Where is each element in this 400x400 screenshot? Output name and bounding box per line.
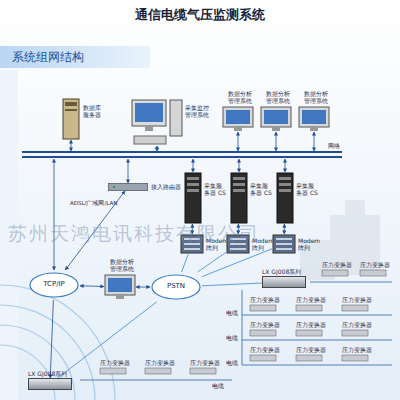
network-bus-shape — [22, 151, 342, 159]
network-connector — [80, 285, 104, 287]
node-label: LX GJ008系列 — [28, 370, 67, 377]
signal-link — [198, 252, 226, 272]
part-label: 压力变换器 — [250, 297, 280, 303]
monitor-screen-shape — [104, 274, 136, 300]
node-label: PSTN — [150, 283, 202, 290]
node-label: 接入路由器 — [151, 183, 181, 190]
network-connector — [157, 146, 158, 151]
part-label: 电缆 — [212, 383, 224, 389]
node-label: 采集服务器 CS — [296, 182, 318, 196]
monitor-screen-shape — [222, 106, 254, 132]
monitor-workstation-shape — [130, 96, 184, 146]
watermark-text: 苏州天鸿电讯科技有限公司 — [8, 222, 260, 244]
wave-arcs — [0, 285, 115, 400]
network-connector — [239, 159, 240, 172]
access-router-shape — [108, 183, 148, 191]
cable-wires — [80, 282, 392, 380]
part-label: 电缆 — [226, 335, 238, 341]
network-cloud: PSTN — [150, 272, 202, 302]
network-connector — [136, 287, 150, 288]
node-label: 数据分析管理系统 — [110, 258, 136, 272]
signal-link — [202, 283, 262, 286]
collection-server: 采集服务器 CS — [230, 172, 248, 224]
monitor-device-shape — [262, 276, 306, 288]
network-connector — [284, 224, 285, 234]
part-label: 压力变换器 — [322, 262, 352, 268]
node-label: Modem阵列 — [298, 237, 320, 251]
collection-server: 采集服务器 CS — [276, 172, 294, 224]
network-connector — [276, 132, 277, 151]
section-band: 系统组网结构 — [0, 46, 150, 68]
modem-array-shape — [272, 234, 296, 254]
part-label: 压力变换器 — [145, 360, 175, 366]
part-label: 压力变换器 — [342, 347, 372, 353]
part-label: 电缆 — [226, 310, 238, 316]
node-label: LX GJ008系列 — [262, 268, 301, 275]
monitor-workstation: 采集监控管理系统 — [130, 96, 184, 146]
node-label: 采集服务器 CS — [250, 182, 272, 196]
node-label: 数据分析管理系统 — [304, 90, 330, 104]
network-cloud: TCP/IP — [28, 270, 80, 300]
monitor-device-shape — [28, 378, 72, 390]
part-label: 压力变换器 — [250, 347, 280, 353]
database-server: 数据库服务器 — [62, 98, 80, 140]
monitor-screen-shape — [298, 106, 330, 132]
node-label: 数据库服务器 — [83, 104, 103, 118]
node-label: 采集监控管理系统 — [185, 104, 211, 118]
monitor-screen-shape — [260, 106, 292, 132]
part-label: 压力变换器 — [342, 297, 372, 303]
node-label: 数据分析管理系统 — [228, 90, 254, 104]
monitor-device: LX GJ008系列 — [28, 378, 72, 390]
monitor-screen: 数据分析管理系统 — [260, 106, 292, 132]
network-connector — [71, 140, 72, 151]
network-connector — [50, 300, 53, 378]
network-connector — [193, 159, 194, 172]
network-connector — [54, 159, 55, 270]
part-label: ADSL/广域网/LAN — [70, 200, 117, 206]
signal-link — [58, 302, 157, 378]
access-router: 接入路由器 — [108, 183, 148, 191]
part-label: 压力变换器 — [190, 360, 220, 366]
modem-array: Modem阵列 — [272, 234, 296, 254]
part-label: 压力变换器 — [296, 297, 326, 303]
collection-server: 采集服务器 CS — [184, 172, 202, 224]
collection-server-shape — [230, 172, 248, 224]
node-label: TCP/IP — [28, 281, 80, 288]
diagram-title: 通信电缆气压监测系统 — [0, 6, 400, 24]
part-label: 压力变换器 — [360, 262, 390, 268]
monitor-screen: 数据分析管理系统 — [104, 274, 136, 300]
monitor-screen: 数据分析管理系统 — [222, 106, 254, 132]
collection-server-shape — [276, 172, 294, 224]
monitor-screen: 数据分析管理系统 — [298, 106, 330, 132]
network-connector — [314, 132, 315, 151]
collection-server-shape — [184, 172, 202, 224]
node-label: 数据分析管理系统 — [266, 90, 292, 104]
network-connector — [238, 132, 239, 151]
part-label: 压力变换器 — [296, 322, 326, 328]
part-label: 压力变换器 — [100, 360, 130, 366]
node-label: 采集服务器 CS — [204, 182, 226, 196]
part-label: 电缆 — [226, 360, 238, 366]
node-label: 系统组网结构 — [12, 51, 84, 64]
network-connector — [285, 159, 286, 172]
part-label: 压力变换器 — [342, 322, 372, 328]
part-label: 压力变换器 — [296, 347, 326, 353]
transducer-icons — [100, 270, 386, 374]
part-label: 压力变换器 — [250, 322, 280, 328]
node-label: 网络 — [328, 142, 340, 149]
monitor-device: LX GJ008系列 — [262, 276, 306, 288]
network-connector — [128, 159, 129, 183]
signal-link — [182, 254, 189, 272]
database-server-shape — [62, 98, 80, 140]
network-bus: 网络 — [22, 151, 342, 159]
